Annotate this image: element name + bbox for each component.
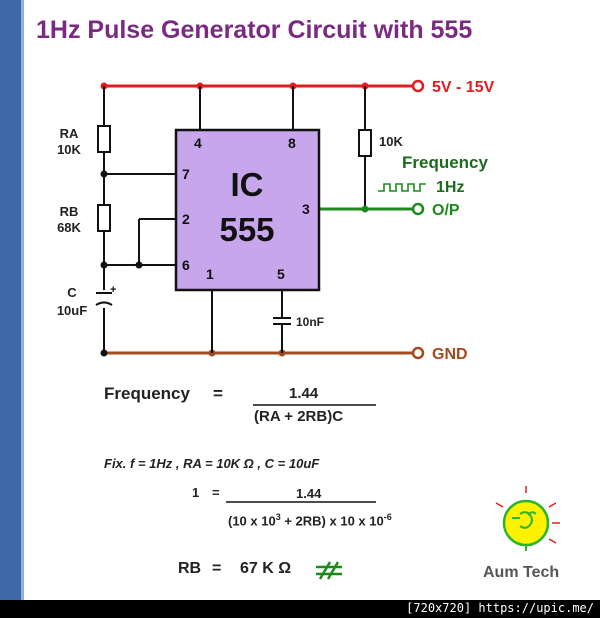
c-name: C — [67, 285, 77, 300]
pin-1: 1 — [206, 266, 214, 282]
slide: 1Hz Pulse Generator Circuit with 555 5V … — [0, 0, 600, 600]
circuit-wires — [95, 86, 366, 353]
ic-line1: IC — [231, 166, 264, 203]
formula-denominator: (RA + 2RB)C — [254, 408, 344, 425]
gnd-label: GND — [432, 346, 468, 363]
page-title: 1Hz Pulse Generator Circuit with 555 — [36, 16, 473, 44]
frequency-label: Frequency — [402, 153, 489, 172]
footer-bar — [0, 600, 600, 618]
circuit-diagram: 5V - 15V GND — [57, 79, 560, 580]
pin-4: 4 — [194, 135, 202, 151]
left-sidebar-bar — [0, 0, 21, 600]
formula2-numerator: 1.44 — [296, 486, 322, 501]
ic-line2: 555 — [219, 211, 274, 248]
supply-label: 5V - 15V — [432, 79, 495, 96]
formula2-den-a: (10 x 10 — [228, 513, 276, 529]
pin-5: 5 — [277, 266, 285, 282]
pin-6: 6 — [182, 257, 190, 273]
pin-7: 7 — [182, 166, 190, 182]
c-value: 10uF — [57, 303, 87, 318]
component-labels: RA 10K RB 68K C 10uF — [57, 126, 87, 318]
r-out-value: 10K — [379, 134, 403, 149]
equations-area: Frequency = 1.44 (RA + 2RB)C Fix. f = 1H… — [104, 384, 560, 581]
pin-2: 2 — [182, 211, 190, 227]
ra-value: 10K — [57, 142, 81, 157]
circuit-junctions — [100, 170, 143, 357]
formula2-denominator: (10 x 103 + 2RB) x 10 x 10-6 — [228, 512, 392, 528]
formula-equals: = — [213, 384, 223, 403]
pin-8: 8 — [288, 135, 296, 151]
resistor-output — [358, 129, 372, 157]
result-lhs: RB — [178, 560, 202, 577]
square-wave-icon — [378, 183, 426, 192]
output-label: O/P — [432, 202, 460, 219]
ra-name: RA — [60, 126, 79, 141]
footer-note: [720x720] https://upic.me/ — [406, 601, 594, 615]
formula2-den-exp1: 3 — [275, 512, 281, 522]
capacitor-polarity-mark: + — [110, 284, 116, 296]
resistor-rb — [97, 204, 111, 232]
formula2-den-exp2: -6 — [383, 512, 392, 522]
resistor-ra — [97, 125, 111, 153]
formula2-lhs: 1 — [192, 485, 200, 500]
check-icon — [316, 561, 342, 580]
formula-lhs: Frequency — [104, 384, 190, 403]
rb-value: 68K — [57, 220, 81, 235]
brand-name: Aum Tech — [483, 564, 560, 581]
pin-numbers: 4 8 7 2 6 3 1 5 — [182, 135, 310, 282]
left-sidebar-accent — [21, 0, 24, 600]
formula2-equals: = — [212, 485, 220, 500]
ic-555-body — [174, 128, 321, 292]
result-value: 67 K Ω — [240, 560, 292, 577]
pin-3: 3 — [302, 201, 310, 217]
result-equals: = — [212, 560, 222, 577]
rb-name: RB — [60, 204, 79, 219]
frequency-value: 1Hz — [436, 179, 464, 196]
c5-value: 10nF — [296, 315, 324, 329]
formula-numerator: 1.44 — [289, 385, 319, 402]
lightbulb-icon — [495, 486, 560, 551]
formula2-den-b: + 2RB) x 10 x 10 — [284, 513, 384, 529]
output-line — [319, 202, 425, 216]
fix-line: Fix. f = 1Hz , RA = 10K Ω , C = 10uF — [104, 456, 320, 471]
